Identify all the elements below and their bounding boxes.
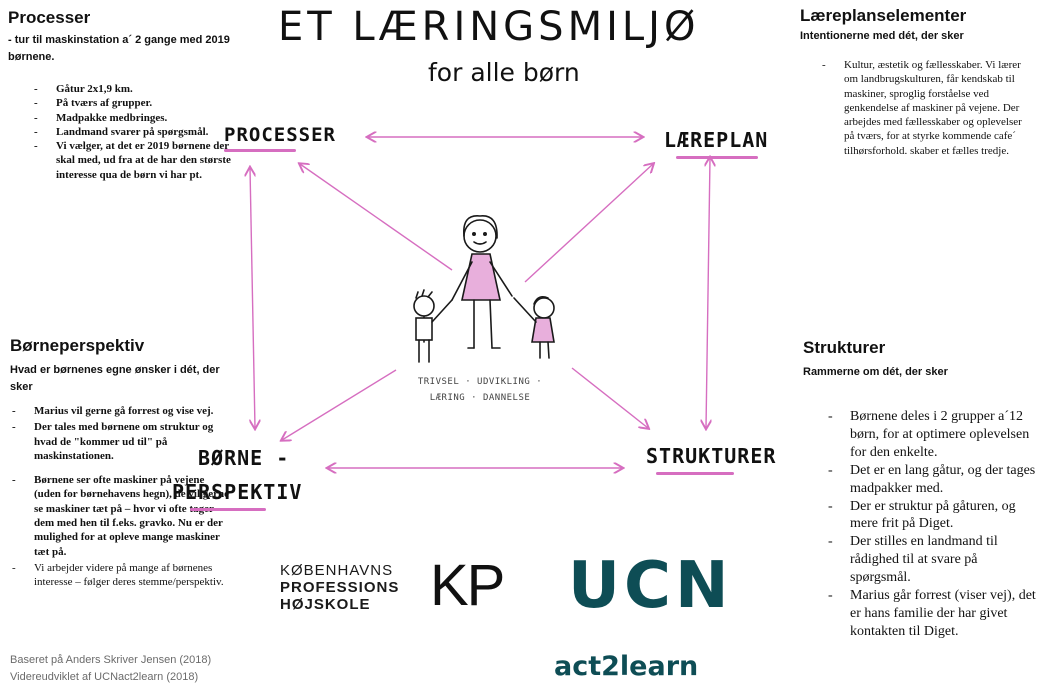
node-boerne-line1: BØRNE - [198, 446, 290, 470]
laereplan-title: Læreplanselementer [800, 6, 967, 25]
list-item: Kultur, æstetik og fællesskaber. Vi lære… [822, 58, 1034, 158]
node-laereplan-underline [676, 156, 758, 159]
kp-line-2: PROFESSIONS [280, 579, 400, 596]
boerneperspektiv-section: Børneperspektiv Hvad er børnenes egne øn… [10, 336, 242, 395]
kp-logo-text: KØBENHAVNS PROFESSIONS HØJSKOLE [280, 562, 399, 613]
strukturer-title: Strukturer [803, 338, 886, 357]
center-caption: TRIVSEL · UDVIKLING · LÆRING · DANNELSE [410, 374, 550, 406]
kp-line-3: HØJSKOLE [280, 596, 371, 613]
family-figure-icon [413, 215, 555, 363]
list-item: Der stilles en landmand til rådighed til… [828, 533, 1038, 587]
list-item: Marius går forrest (viser vej), det er h… [828, 587, 1038, 641]
node-strukturer-underline [656, 472, 734, 475]
act2learn-logo: act2learn [554, 651, 699, 682]
footer-credits: Baseret på Anders Skriver Jensen (2018) … [10, 652, 211, 686]
strukturer-subtitle: Rammerne om dét, der sker [803, 366, 948, 378]
list-item: Børnene ser ofte maskiner på vejene (ude… [12, 473, 234, 559]
node-boerne-underline [190, 508, 266, 511]
node-strukturer: STRUKTURER [646, 444, 777, 468]
processer-section: Processer - tur til maskinstation a´ 2 g… [8, 8, 230, 65]
page-title: ET LÆRINGSMILJØ [278, 4, 700, 50]
credit-line-1: Baseret på Anders Skriver Jensen (2018) [10, 654, 212, 666]
list-item: Det er en lang gåtur, og der tages madpa… [828, 462, 1038, 498]
boerneperspektiv-subtitle: Hvad er børnenes egne ønsker i dét, der … [10, 364, 220, 393]
list-item: Landmand svarer på spørgsmål. [34, 125, 234, 140]
list-item: Børnene deles i 2 grupper a´12 børn, for… [828, 408, 1038, 462]
boerneperspektiv-list: Marius vil gerne gå forrest og vise vej.… [12, 404, 234, 590]
kp-mark: KP [430, 553, 505, 618]
list-item: Madpakke medbringes. [34, 111, 234, 126]
list-item: Der er struktur på gåturen, og mere frit… [828, 498, 1038, 534]
laereplan-list: Kultur, æstetik og fællesskaber. Vi lære… [822, 58, 1034, 158]
list-item: På tværs af grupper. [34, 96, 234, 111]
list-item: Vi vælger, at det er 2019 børnene der sk… [34, 139, 234, 182]
strukturer-section: Strukturer Rammerne om dét, der sker [803, 338, 1033, 381]
center-caption-line1: TRIVSEL · UDVIKLING · [417, 377, 543, 387]
list-item: Gåtur 2x1,9 km. [34, 82, 234, 97]
page-subtitle: for alle børn [428, 58, 580, 87]
processer-title: Processer [8, 8, 91, 27]
kp-logo: KØBENHAVNS PROFESSIONS HØJSKOLE KP [280, 556, 530, 622]
laereplan-subtitle: Intentionerne med dét, der sker [800, 30, 964, 42]
boerneperspektiv-title: Børneperspektiv [10, 336, 145, 355]
ucn-logo: UCN [568, 549, 733, 623]
node-processer: PROCESSER [224, 124, 336, 146]
strukturer-list: Børnene deles i 2 grupper a´12 børn, for… [828, 408, 1038, 641]
list-item: Marius vil gerne gå forrest og vise vej. [12, 404, 234, 419]
list-item: Der tales med børnene om struktur og hva… [12, 420, 234, 463]
node-laereplan: LÆREPLAN [664, 128, 769, 152]
laereplan-section: Læreplanselementer Intentionerne med dét… [800, 6, 1035, 45]
center-caption-line2: LÆRING · DANNELSE [429, 393, 531, 404]
processer-intro: - tur til maskinstation a´ 2 gange med 2… [8, 34, 230, 63]
processer-list: Gåtur 2x1,9 km. På tværs af grupper. Mad… [34, 82, 234, 182]
kp-line-1: KØBENHAVNS [280, 562, 394, 579]
node-boerne-line2: PERSPEKTIV [172, 480, 303, 504]
list-item: Vi arbejder videre på mange af børnenes … [12, 561, 234, 590]
credit-line-2: Videreudviklet af UCNact2learn (2018) [10, 671, 199, 684]
node-processer-underline [224, 149, 296, 152]
